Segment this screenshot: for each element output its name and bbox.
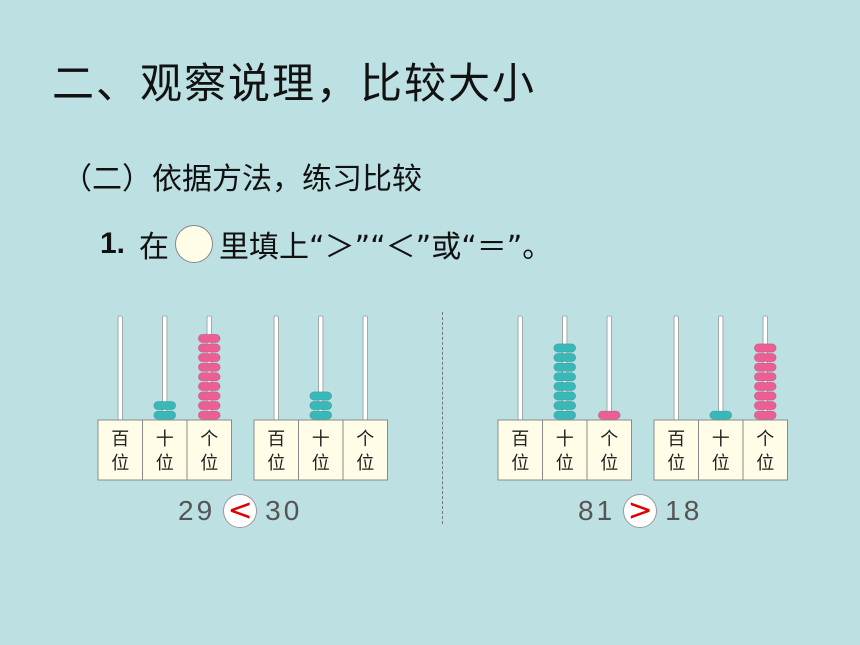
place-label-hundreds: 百 (111, 429, 129, 450)
bead-tens (553, 353, 577, 363)
place-box (186, 419, 232, 481)
bead-ones (197, 372, 221, 382)
bead-ones (197, 381, 221, 391)
place-box (653, 419, 699, 481)
blank-circle-icon (175, 225, 214, 263)
slide-title: 二、观察说理，比较大小 (52, 59, 537, 108)
bead-tens (309, 391, 333, 401)
bead-tens (153, 410, 177, 420)
place-label-tens: 十 (556, 429, 574, 450)
place-label-ones: 位 (200, 453, 218, 474)
dashed-divider (442, 312, 443, 524)
bead-tens (709, 410, 733, 420)
question-number: 1. (100, 227, 126, 260)
place-box (253, 419, 299, 481)
comparison-right: 30 (265, 495, 303, 526)
place-box (342, 419, 388, 481)
bead-ones (197, 343, 221, 353)
bead-ones (197, 362, 221, 372)
bead-ones (197, 353, 221, 363)
bead-ones (197, 391, 221, 401)
comparison-1: 29 < 30 (178, 494, 302, 528)
bead-ones (197, 401, 221, 411)
comparison-answer[interactable]: > (623, 494, 658, 528)
bead-ones (197, 333, 221, 343)
bead-tens (553, 381, 577, 391)
place-box (586, 419, 632, 481)
place-label-tens: 十 (712, 429, 730, 450)
abacus-rod (673, 315, 679, 421)
bead-tens (553, 362, 577, 372)
bead-tens (553, 343, 577, 353)
place-box (698, 419, 744, 481)
place-label-ones: 个 (600, 429, 618, 450)
abacus-rod (273, 315, 279, 421)
bead-ones (753, 343, 777, 353)
place-label-tens: 位 (712, 453, 730, 474)
place-label-hundreds: 位 (667, 453, 685, 474)
place-label-hundreds: 位 (111, 453, 129, 474)
comparison-left: 81 (578, 495, 616, 526)
place-label-ones: 位 (600, 453, 618, 474)
comparison-answer[interactable]: < (223, 494, 258, 528)
place-label-ones: 个 (356, 429, 374, 450)
bead-tens (553, 372, 577, 382)
bead-ones (753, 353, 777, 363)
bead-ones (197, 410, 221, 420)
abacus-rod (606, 315, 612, 421)
bead-ones (753, 362, 777, 372)
bead-ones (753, 410, 777, 420)
place-label-ones: 位 (756, 453, 774, 474)
question-instruction: 1. 在 里填上“＞”“＜”或“＝”。 (100, 222, 552, 266)
bead-tens (309, 401, 333, 411)
place-label-hundreds: 百 (511, 429, 529, 450)
place-label-tens: 十 (312, 429, 330, 450)
place-box (97, 419, 143, 481)
bead-ones (753, 401, 777, 411)
bead-tens (153, 401, 177, 411)
place-label-ones: 位 (356, 453, 374, 474)
bead-tens (553, 391, 577, 401)
comparison-left: 29 (178, 495, 216, 526)
place-label-ones: 个 (200, 429, 218, 450)
abacus-rod (117, 315, 123, 421)
place-label-hundreds: 位 (267, 453, 285, 474)
bead-tens (309, 410, 333, 420)
place-label-ones: 个 (756, 429, 774, 450)
abacus-rod (517, 315, 523, 421)
section-subtitle: （二）依据方法，练习比较 (62, 162, 422, 197)
place-box (497, 419, 543, 481)
bead-ones (597, 410, 621, 420)
bead-ones (753, 391, 777, 401)
bead-tens (553, 410, 577, 420)
place-box (742, 419, 788, 481)
comparison-right: 18 (665, 495, 703, 526)
place-label-hundreds: 百 (667, 429, 685, 450)
question-prefix: 在 (139, 230, 170, 265)
place-label-tens: 位 (556, 453, 574, 474)
place-box (142, 419, 188, 481)
abacus-rod (362, 315, 368, 421)
place-label-tens: 十 (156, 429, 174, 450)
bead-tens (553, 401, 577, 411)
bead-ones (753, 381, 777, 391)
place-label-tens: 位 (312, 453, 330, 474)
comparison-2: 81 > 18 (578, 494, 702, 528)
place-label-tens: 位 (156, 453, 174, 474)
place-box (298, 419, 344, 481)
place-label-hundreds: 百 (267, 429, 285, 450)
question-suffix: 里填上“＞”“＜”或“＝”。 (219, 230, 553, 265)
place-label-hundreds: 位 (511, 453, 529, 474)
bead-ones (753, 372, 777, 382)
abacus-rod (718, 315, 724, 421)
